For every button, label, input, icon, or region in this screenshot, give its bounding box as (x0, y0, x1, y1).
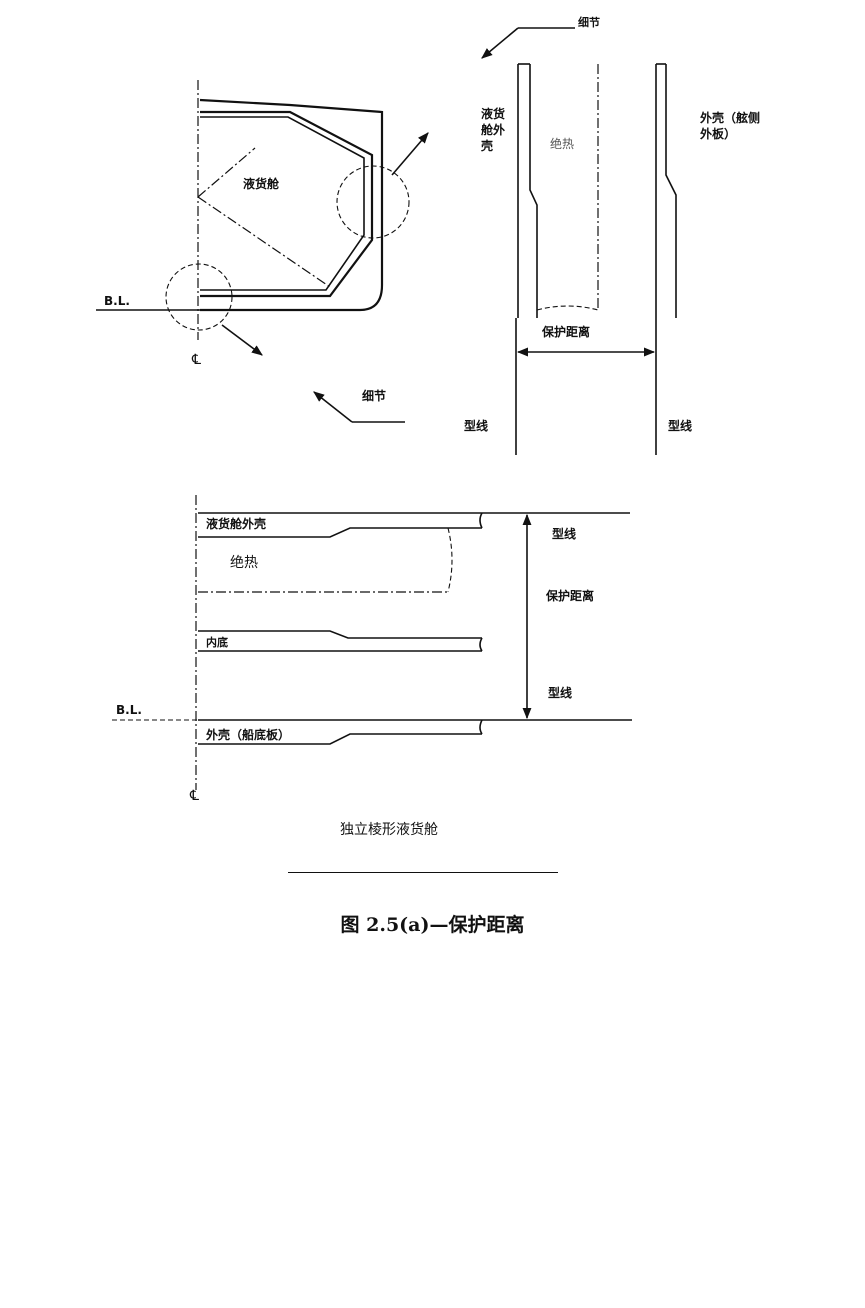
protective-distance-label-top: 保护距离 (541, 324, 590, 339)
detail-arrow-bottom (221, 324, 263, 356)
tank-shell-bottom-plate (198, 512, 482, 538)
insulation-bottom (536, 305, 599, 311)
moulded-line-label-upper: 型线 (552, 526, 576, 541)
outer-shell-label-bottom: 外壳（船底板） (206, 727, 290, 742)
outer-hull (199, 98, 384, 312)
insulation-label-top: 绝热 (550, 136, 574, 151)
baseline-label-bottom: B.L. (116, 703, 142, 717)
tank-shell-label-3: 壳 (480, 138, 493, 153)
tank-shell-bottom-end (479, 512, 483, 529)
side-detail-view: 细节 液货 舱外 壳 绝热 外壳（舷侧 外板） 保护距离 型线 型线 (464, 15, 760, 455)
inner-bottom-end (479, 637, 483, 652)
detail-circle-side (336, 165, 410, 239)
detail-label-top: 细节 (578, 15, 600, 29)
tank-shell-label-1: 液货 (481, 106, 505, 121)
centerline-symbol-bottom: ℄ (189, 788, 199, 804)
side-plating (655, 64, 677, 318)
diagram-subtitle: 独立棱形液货舱 (340, 821, 438, 838)
outer-shell-label-1: 外壳（舷侧 (700, 110, 760, 125)
insulation-label-bottom: 绝热 (230, 555, 258, 571)
caption-separator (288, 872, 558, 873)
inner-hull (200, 110, 374, 298)
tank-shell-label-2: 舱外 (481, 122, 505, 137)
moulded-line-label-right: 型线 (668, 418, 692, 433)
moulded-line-label-left: 型线 (464, 418, 488, 433)
detail-label-lower: 细节 (362, 388, 386, 403)
tank-chamfer (197, 147, 256, 198)
baseline-label: B.L. (104, 294, 130, 308)
tank-shell-plate (517, 64, 538, 318)
bottom-plating (198, 719, 482, 745)
tank-bottom-chamfer (197, 196, 331, 288)
protective-distance-label-bottom: 保护距离 (545, 588, 594, 603)
tank-label: 液货舱 (243, 176, 280, 191)
detail-arrow-side (391, 132, 429, 176)
detail-circle-bottom (165, 263, 233, 331)
bottom-plating-end (479, 719, 483, 735)
outer-shell-label-2: 外板） (700, 126, 736, 141)
tank-shell-label-bottom: 液货舱外壳 (206, 516, 266, 531)
tank-boundary (200, 116, 365, 291)
figure-caption: 图 2.5(a)—保护距离 (340, 914, 525, 936)
moulded-line-label-lower: 型线 (548, 685, 572, 700)
inner-bottom-label: 内底 (206, 635, 228, 649)
insulation-bottom-end (447, 527, 453, 593)
bottom-detail-view: 液货舱外壳 绝热 内底 外壳（船底板） 型线 保护距离 型线 B.L. ℄ 独立… (112, 495, 632, 838)
cross-section-view: 液货舱 B.L. ℄ 细节 (96, 80, 429, 423)
detail-arrow-top (481, 27, 519, 59)
centerline-symbol: ℄ (191, 352, 201, 368)
detail-arrow-left (313, 391, 353, 423)
inner-bottom-plate (198, 630, 482, 652)
